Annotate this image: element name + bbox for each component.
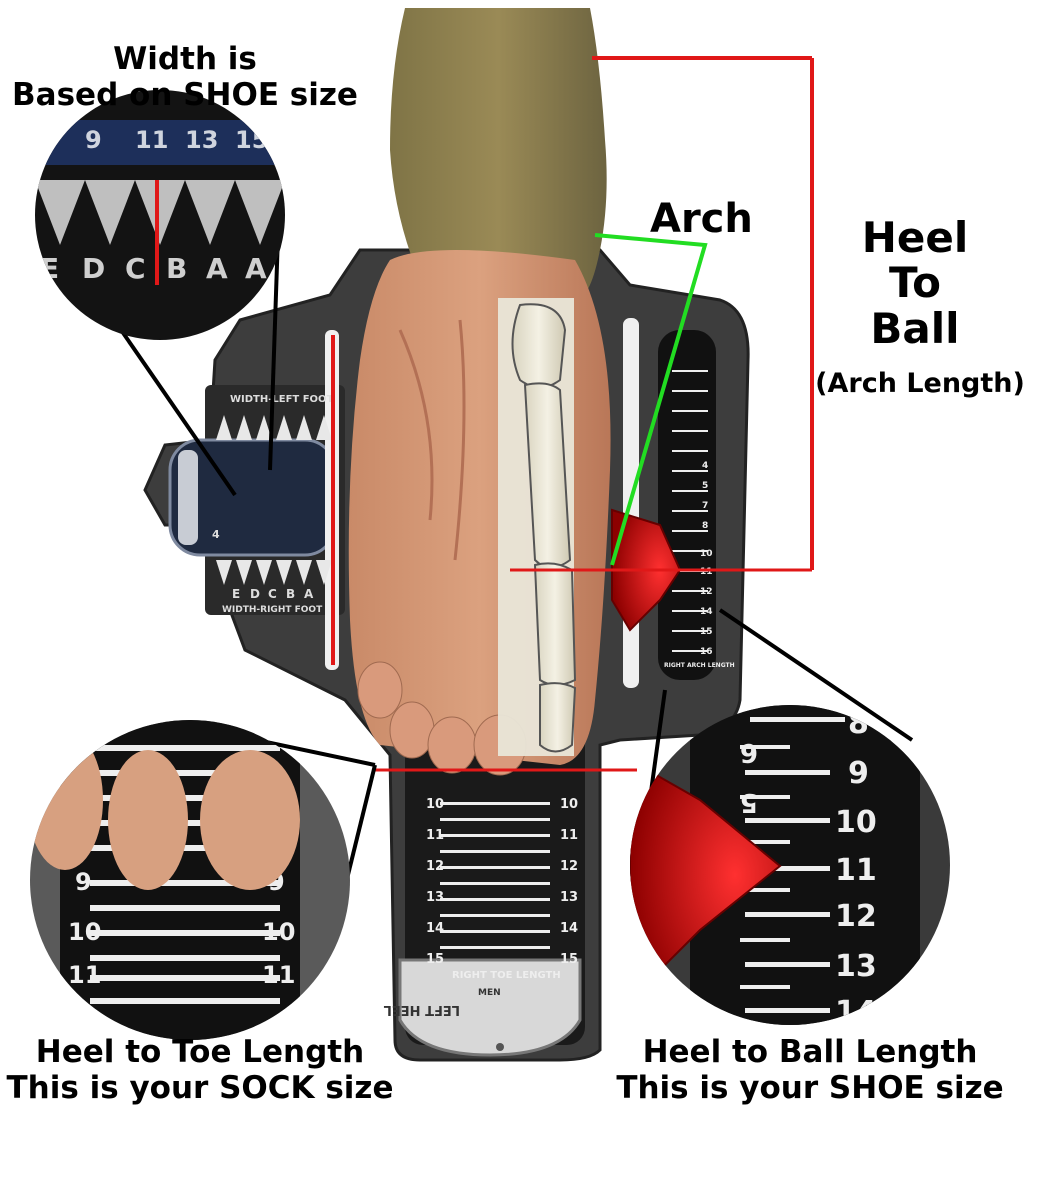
arch-tick-8: 8 [702, 521, 708, 531]
width-scale-letters-a: A [304, 587, 314, 601]
width-zoom-circle: 7 9 11 13 15 E D C B A A [35, 90, 285, 340]
width-zoom-letter-a1: A [206, 252, 228, 285]
ball-zoom-13: 13 [835, 949, 877, 984]
toe-zoom-11-right: 11 [262, 961, 295, 989]
ball-zoom-5: 5 [740, 787, 758, 817]
toe-tick-14-left: 14 [426, 921, 444, 936]
toe-tick-15-left: 15 [426, 952, 444, 967]
width-right-foot-label: WIDTH-RIGHT FOOT [222, 605, 323, 615]
toe-zoom-11-left: 11 [68, 961, 101, 989]
width-scale-letters-c: C [268, 587, 277, 601]
toe-scale-marks: 10 10 11 11 12 12 13 13 14 14 15 15 RIGH… [384, 797, 578, 1017]
arch-indicator-line [594, 233, 708, 566]
arch-length-caption: (Arch Length) [815, 368, 1025, 399]
heel-caption-line2: To [889, 258, 941, 308]
width-zoom-letter-b: B [166, 252, 187, 285]
toe-tick-13-right: 13 [560, 890, 578, 905]
arch-tick-5: 5 [702, 481, 708, 491]
toe-caption-line2: This is your SOCK size [6, 1069, 394, 1106]
toe-zoom-circle: 9 9 10 10 11 11 [30, 720, 350, 1040]
toe-tick-12-left: 12 [426, 859, 444, 874]
ball-caption-line1: Heel to Ball Length [642, 1034, 978, 1070]
toe-tick-10-left: 10 [426, 797, 444, 812]
arch-tick-7: 7 [702, 501, 708, 511]
heel-to-ball-length-caption: Heel to Ball Length This is your SHOE si… [600, 1034, 1020, 1106]
toe-tick-14-right: 14 [560, 921, 578, 936]
width-scale-marks: WIDTH-LEFT FOOT 4 E D C B A WIDTH-RIGHT … [212, 394, 334, 615]
men-label: MEN [478, 988, 501, 998]
width-scale-letters-e: E [232, 587, 240, 601]
width-zoom-num-7: 7 [35, 126, 52, 154]
width-scale-numbers: 4 [212, 528, 220, 541]
left-heel-label: LEFT HEEL [384, 1002, 460, 1017]
right-toe-length-label: RIGHT TOE LENGTH [452, 970, 561, 981]
ball-zoom-11: 11 [835, 853, 877, 888]
ball-caption-line2: This is your SHOE size [616, 1069, 1004, 1106]
ball-zoom-6: 6 [740, 737, 758, 767]
heel-cup [398, 958, 582, 1057]
width-caption: Width is Based on SHOE size [10, 41, 360, 113]
measurement-lines [88, 56, 914, 949]
arch-tick-12: 12 [700, 587, 713, 597]
ball-zoom-12: 12 [835, 899, 877, 934]
toe-tick-13-left: 13 [426, 890, 444, 905]
width-zoom-letter-c: C [125, 252, 146, 285]
toe-zoom-10-left: 10 [68, 918, 101, 946]
toe-tick-11-right: 11 [560, 828, 578, 843]
arch-tick-16: 16 [700, 647, 713, 657]
toe-tick-12-right: 12 [560, 859, 578, 874]
arch-tick-14: 14 [700, 607, 713, 617]
width-zoom-letter-e: E [40, 252, 59, 285]
ball-zoom-14: 14 [835, 995, 877, 1030]
toe-tick-10-right: 10 [560, 797, 578, 812]
toe-zoom-9-left: 9 [75, 868, 92, 896]
ball-zoom-10: 10 [835, 805, 877, 840]
arch-caption: Arch [650, 196, 753, 242]
width-caption-line1: Width is [113, 41, 257, 77]
heel-caption-line1: Heel [861, 213, 969, 262]
bone-overlay [498, 298, 577, 756]
ball-zoom-9: 9 [848, 756, 869, 791]
heel-to-ball-caption: Heel To Ball [840, 215, 990, 351]
toe-tick-11-left: 11 [426, 828, 444, 843]
width-zoom-num-15: 15 [235, 126, 268, 154]
ball-zoom-8: 8 [848, 706, 869, 741]
width-scale-letters-b: B [286, 587, 295, 601]
heel-caption-line3: Ball [870, 303, 960, 353]
ball-zoom-circle: 8 9 10 11 12 13 14 6 5 4 [630, 705, 950, 1030]
toe-zoom-10-right: 10 [262, 918, 295, 946]
width-zoom-letter-d: D [82, 252, 105, 285]
width-zoom-num-9: 9 [85, 126, 102, 154]
width-zoom-num-11: 11 [135, 126, 168, 154]
toe-tick-15-right: 15 [560, 952, 578, 967]
arch-tick-11: 11 [700, 567, 713, 577]
right-arch-length-label: RIGHT ARCH LENGTH [664, 662, 735, 669]
width-left-foot-label: WIDTH-LEFT FOOT [230, 394, 334, 405]
arch-tick-10: 10 [700, 549, 713, 559]
width-zoom-letter-a2: A [245, 252, 267, 285]
arch-tick-4: 4 [702, 461, 708, 471]
width-zoom-num-13: 13 [185, 126, 218, 154]
heel-to-toe-caption: Heel to Toe Length This is your SOCK siz… [0, 1034, 400, 1106]
arch-tick-15: 15 [700, 627, 713, 637]
width-caption-line2: Based on SHOE size [12, 76, 358, 113]
width-scale-letters-d: D [250, 587, 260, 601]
arch-length-scale [658, 330, 716, 680]
toe-caption-line1: Heel to Toe Length [35, 1034, 365, 1070]
